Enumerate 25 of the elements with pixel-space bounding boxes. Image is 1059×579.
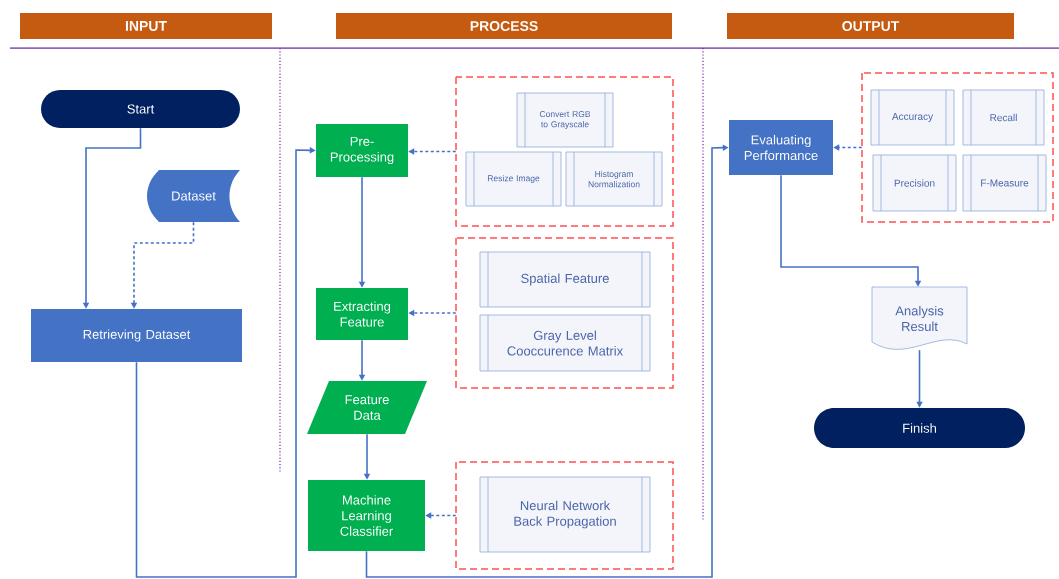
subprocess-box: Gray Level Cooccurence Matrix <box>479 314 651 372</box>
dashed-group-box <box>861 72 1054 223</box>
terminal-pill: Start <box>41 90 240 128</box>
dashed-group-box <box>455 237 674 389</box>
subprocess-box: Histogram Normalization <box>565 151 663 207</box>
dashed-group-box <box>455 461 674 570</box>
subprocess-box: Neural Network Back Propagation <box>479 476 651 553</box>
subprocess-box: Recall <box>962 89 1045 146</box>
process-box: Machine Learning Classifier <box>308 480 425 551</box>
lane-header: INPUT <box>20 13 272 39</box>
subprocess-box: Convert RGB to Grayscale <box>516 92 614 148</box>
process-box: Pre-Processing <box>316 124 408 177</box>
data-parallelogram: Feature Data <box>307 381 427 434</box>
dashed-group-box <box>455 76 674 227</box>
lane-header: OUTPUT <box>727 13 1014 39</box>
process-box: Evaluating Performance <box>729 120 833 175</box>
subprocess-box: Resize Image <box>465 151 562 207</box>
subprocess-box: Accuracy <box>870 89 955 146</box>
terminal-pill: Finish <box>814 408 1025 448</box>
lane-header: PROCESS <box>336 13 672 39</box>
process-box: Retrieving Dataset <box>31 309 242 362</box>
subprocess-box: Precision <box>872 154 957 212</box>
subprocess-box: Spatial Feature <box>479 251 651 308</box>
process-box: Extracting Feature <box>316 288 408 340</box>
subprocess-box: F-Measure <box>962 154 1047 212</box>
